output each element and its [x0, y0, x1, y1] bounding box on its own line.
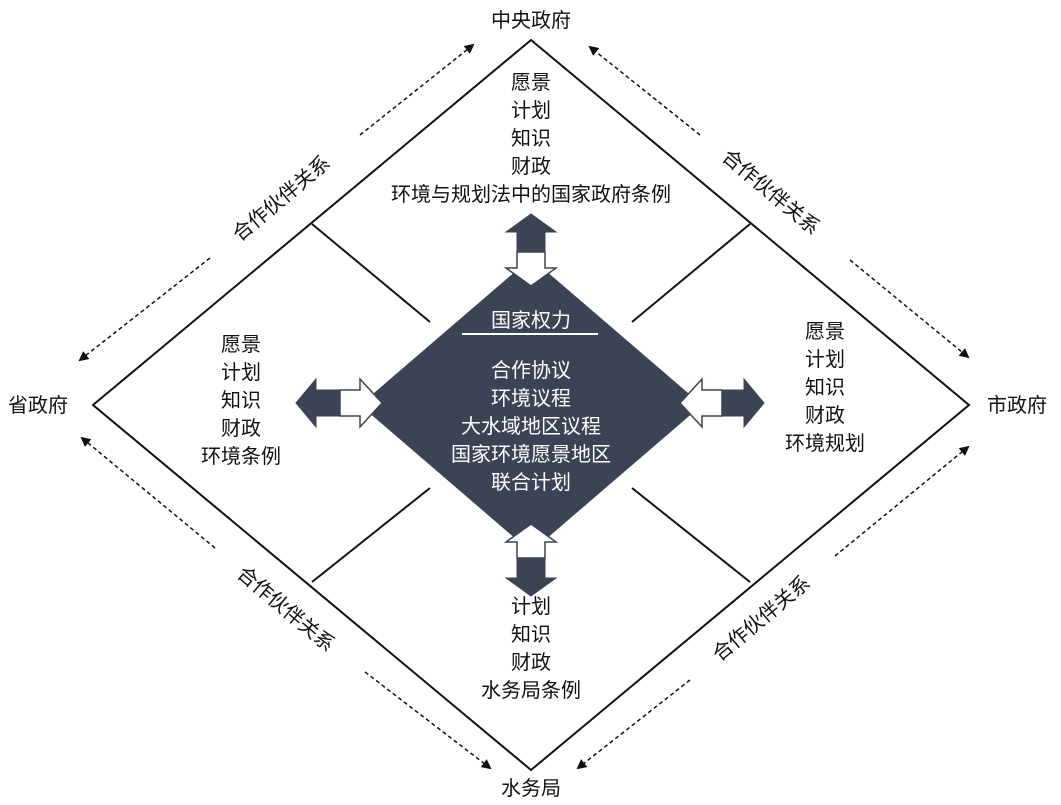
quadrant-bottom-item: 知识 [511, 622, 551, 646]
dashed-arrow-top-left-upper [359, 43, 475, 136]
divider-top-right [631, 223, 751, 323]
quadrant-right-item: 计划 [805, 347, 845, 371]
quadrant-right-item: 环境规划 [785, 431, 865, 455]
center-diamond [360, 258, 702, 552]
double-arrow-bottom [503, 523, 559, 597]
dashed-arrow-bottom-right-upper [834, 445, 970, 557]
outer-diamond [91, 38, 971, 772]
quadrant-bottom-item: 计划 [511, 594, 551, 618]
node-left-label: 省政府 [8, 393, 68, 417]
center-item: 合作协议 [491, 358, 571, 382]
quadrant-top-list: 愿景 计划 知识 财政 环境与规划法中的国家政府条例 [331, 68, 731, 208]
dashed-arrow-bottom-right-lower [576, 679, 691, 770]
double-arrow-top [503, 213, 559, 287]
quadrant-right-item: 愿景 [805, 319, 845, 343]
node-top-label: 中央政府 [491, 8, 571, 32]
quadrant-left-item: 计划 [221, 360, 261, 384]
quadrant-right-list: 愿景 计划 知识 财政 环境规划 [764, 317, 886, 457]
quadrant-bottom-item: 财政 [511, 650, 551, 674]
divider-top-left [311, 223, 431, 323]
dashed-arrow-bottom-left-upper [80, 436, 216, 549]
quadrant-bottom-item: 水务局条例 [481, 678, 581, 702]
quadrant-left-list: 愿景 计划 知识 财政 环境条例 [180, 330, 302, 470]
center-item: 国家环境愿景地区 [451, 442, 611, 466]
quadrant-right-item: 财政 [805, 403, 845, 427]
divider-bottom-left [311, 487, 431, 583]
quadrant-top-item: 知识 [511, 126, 551, 150]
node-right-label: 市政府 [987, 393, 1047, 417]
double-arrow-left [295, 377, 384, 429]
quadrant-left-item: 环境条例 [201, 444, 281, 468]
dashed-arrow-bottom-left-lower [364, 671, 492, 770]
quadrant-bottom-list: 计划 知识 财政 水务局条例 [441, 592, 621, 704]
center-list: 合作协议 环境议程 大水域地区议程 国家环境愿景地区 联合计划 [421, 356, 641, 496]
center-item: 大水域地区议程 [461, 414, 601, 438]
quadrant-right-item: 知识 [805, 375, 845, 399]
divider-bottom-right [631, 487, 751, 583]
center-title: 国家权力 [491, 308, 571, 332]
quadrant-top-item: 愿景 [511, 70, 551, 94]
quadrant-top-item: 财政 [511, 154, 551, 178]
center-item: 环境议程 [491, 386, 571, 410]
quadrant-left-item: 财政 [221, 416, 261, 440]
dashed-arrow-top-right-lower [849, 259, 970, 359]
quadrant-top-item: 环境与规划法中的国家政府条例 [391, 182, 671, 206]
center-item: 联合计划 [491, 470, 571, 494]
dashed-arrow-top-right-upper [588, 45, 701, 136]
quadrant-top-item: 计划 [511, 98, 551, 122]
node-bottom-label: 水务局 [501, 776, 561, 800]
quadrant-left-item: 愿景 [221, 332, 261, 356]
double-arrow-right [678, 377, 765, 429]
quadrant-left-item: 知识 [221, 388, 261, 412]
